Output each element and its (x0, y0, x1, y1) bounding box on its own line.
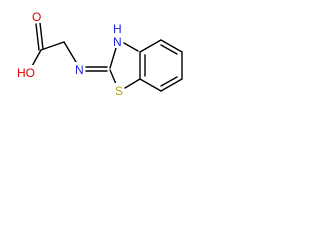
bond-c-ch2 (40, 41, 65, 51)
bond-c2-nh (109, 47, 117, 69)
bond-inner-c6-c7 (160, 76, 178, 87)
bond-c4-c5 (160, 39, 183, 53)
bond-c6-c7 (160, 78, 183, 92)
bond-inner-c4-c5 (160, 44, 178, 55)
bond-c7-c7a (139, 78, 162, 92)
bond-nh-c3a (123, 42, 139, 52)
bond-c2-s (109, 69, 117, 85)
bond-c-o-double-2 (35, 23, 40, 51)
atom-ring-hydrogen: H (113, 22, 122, 36)
atom-hydroxyl: HO (17, 66, 35, 80)
atom-carbonyl-oxygen: O (32, 10, 41, 24)
bond-s-c7a (124, 78, 141, 89)
atom-labels: O HO N N H S (16, 10, 124, 98)
bond-c-o-double-1 (39, 22, 44, 50)
atom-sulfur: S (115, 84, 123, 98)
benzothiazolylglycine-structure: O HO N N H S (16, 10, 183, 98)
bond-c3a-c4 (139, 39, 162, 53)
atom-amine-nitrogen: N (75, 63, 84, 77)
bond-ch2-n (63, 41, 77, 63)
atom-ring-nitrogen: N (113, 35, 122, 49)
bond-lines (30, 22, 183, 92)
